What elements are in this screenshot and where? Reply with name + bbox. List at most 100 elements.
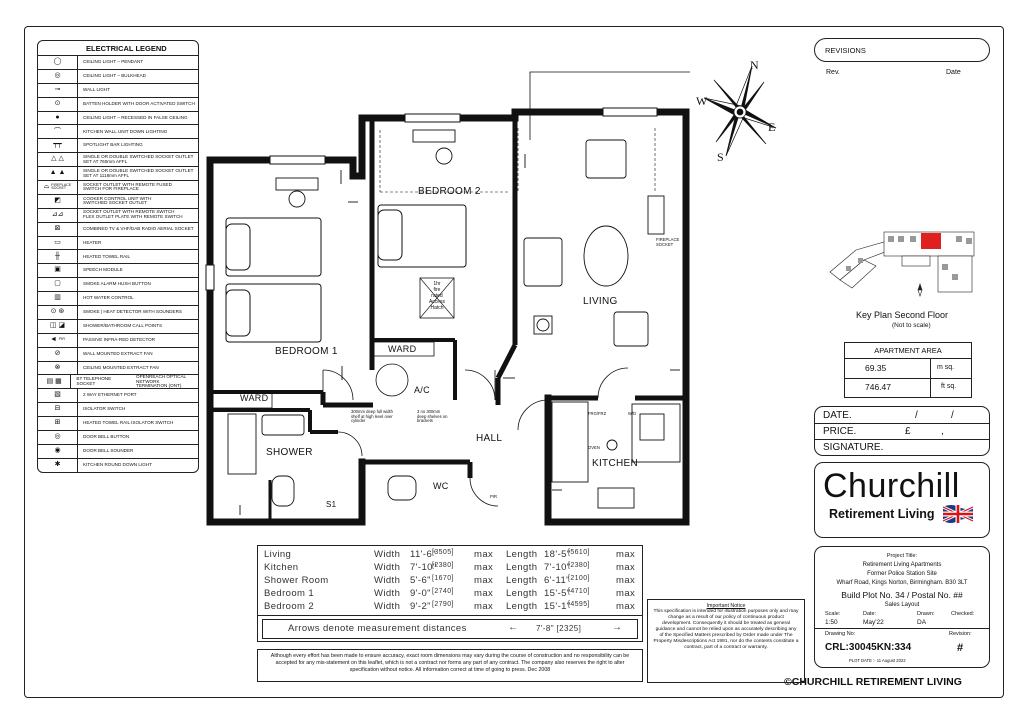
legend-label: PASSIVE INFRA-RED DETECTOR — [83, 336, 156, 342]
dimension-w-max: max — [474, 562, 494, 573]
towel-rail-isolator-icon: ⊞ — [38, 417, 78, 431]
legend-label: CEILING LIGHT – PENDANT — [83, 59, 144, 65]
legend-label: KITCHEN ROUND DOWN LIGHT — [83, 461, 152, 467]
kitchen-round-down-light-icon: ✱ — [38, 458, 78, 472]
dimension-w-label: Width — [374, 575, 401, 586]
dimension-w-label: Width — [374, 588, 401, 599]
legend-tag: PIR — [58, 337, 65, 342]
compass-n: N — [750, 58, 759, 72]
legend-row: ⊙BATTEN HOLDER WITH DOOR ACTIVATED SWITC… — [38, 97, 198, 112]
room-label-shower: SHOWER — [266, 447, 313, 458]
legend-label: SOCKET OUTLET WITH REMOTE SWITCH FLEX OU… — [83, 209, 183, 220]
wd-note: W/D — [628, 411, 637, 416]
key-plan-title: Key Plan Second Floor — [856, 310, 949, 320]
legend-label: DOOR BELL BUTTON — [83, 434, 130, 440]
pir-icon: ◄PIR — [38, 333, 78, 347]
dimension-room: Bedroom 1 — [264, 588, 315, 599]
area-ft-unit: ft sq. — [941, 383, 957, 390]
legend-label: CEILING LIGHT – RECESSED IN FALSE CEILIN… — [83, 114, 188, 120]
dimension-l-max: max — [616, 601, 636, 612]
dimension-l-label: Length — [506, 562, 538, 573]
speech-module-icon: ▣ — [38, 264, 78, 278]
dimension-l: 7'-10" — [544, 562, 571, 573]
legend-title: ELECTRICAL LEGEND — [38, 41, 198, 56]
date-value: May'22 — [863, 619, 884, 626]
legend-label: SHOWER/BATHROOM CALL POINTS — [83, 322, 163, 328]
compass-rose — [703, 65, 777, 157]
dimension-l-label: Length — [506, 575, 538, 586]
legend-row: ✱ KITCHEN ROUND DOWN LIGHT — [38, 458, 198, 472]
dimension-w: 5'-6" — [410, 575, 431, 586]
door-bell-button-icon: ◎ — [38, 431, 78, 444]
dimension-l-label: Length — [506, 601, 538, 612]
dimension-w-label: Width — [374, 562, 401, 573]
key-plan-highlight — [921, 233, 941, 249]
dimension-w-max: max — [474, 549, 494, 560]
sale-price-sep: , — [941, 426, 944, 437]
dimension-w: 9'-2" — [410, 601, 431, 612]
dimension-w-mm: [2740] — [432, 588, 454, 595]
dimension-l-mm: [5610] — [568, 549, 590, 556]
revision-value: # — [957, 642, 964, 654]
project-label: Project Title: — [886, 553, 918, 559]
important-notice-title: Important Notice — [706, 603, 746, 609]
dimension-w-label: Width — [374, 601, 401, 612]
sale-date-sep1: / — [915, 410, 918, 421]
legend-row: ●CEILING LIGHT – RECESSED IN FALSE CEILI… — [38, 111, 198, 126]
legend-row: ◉ DOOR BELL SOUNDER — [38, 444, 198, 459]
room-label-wc: WC — [433, 481, 449, 491]
room-label-kitchen: KITCHEN — [592, 458, 638, 469]
smoke-detector-icon: ⊙ ⊛ — [38, 306, 78, 319]
dimension-l: 15'-5" — [544, 588, 571, 599]
legend-row: ⊘WALL MOUNTED EXTRACT FAN — [38, 347, 198, 362]
dimension-room: Bedroom 2 — [264, 601, 315, 612]
dimension-w: 7'-10" — [410, 562, 437, 573]
legend-row: ▥HOT WATER CONTROL — [38, 292, 198, 307]
project-plot: Build Plot No. 34 / Postal No. ## — [841, 590, 963, 600]
legend-label: ISOLATOR SWITCH — [83, 406, 126, 412]
arrows-note: Arrows denote measurement distances — [288, 623, 467, 634]
union-flag-icon — [942, 505, 974, 523]
legend-label: SOCKET OUTLET WITH REMOTE FUSED SWITCH F… — [83, 181, 172, 192]
legend-row: ▢SMOKE ALARM HUSH BUTTON — [38, 278, 198, 293]
legend-label: DOOR BELL SOUNDER — [83, 447, 134, 453]
room-label-ward1: WARD — [240, 393, 269, 403]
dimension-room: Kitchen — [264, 562, 299, 573]
legend-row: ⊸WALL LIGHT — [38, 83, 198, 98]
brand-logo-name: Churchill — [823, 467, 960, 505]
scale-label: Scale: — [825, 611, 841, 617]
legend-row: △ △SINGLE OR DOUBLE SWITCHED SOCKET OUTL… — [38, 153, 198, 168]
ethernet-port-icon: ▧ — [38, 389, 78, 403]
checked-label: Checked: — [951, 611, 975, 617]
call-point-icon: ◫ ◪ — [38, 319, 78, 333]
legend-row: ▣SPEECH MODULE — [38, 264, 198, 279]
legend-label: SMOKE ALARM HUSH BUTTON — [83, 281, 151, 287]
legend-label: BT TELEPHONE SOCKET — [76, 376, 112, 386]
dimension-w-max: max — [474, 588, 494, 599]
room-label-s1: S1 — [326, 500, 337, 509]
wall-fan-icon: ⊘ — [38, 347, 78, 361]
hot-water-icon: ▥ — [38, 292, 78, 306]
dimension-w-mm: [1670] — [432, 575, 454, 582]
dimension-l-label: Length — [506, 588, 538, 599]
legend-label: SINGLE OR DOUBLE SWITCHED SOCKET OUTLET … — [83, 153, 194, 164]
door-bell-sounder-icon: ◉ — [38, 444, 78, 458]
legend-row: ⊙ ⊛SMOKE | HEAT DETECTOR WITH SOUNDERS — [38, 306, 198, 320]
key-plan-subtitle: (Not to scale) — [892, 322, 931, 329]
dimension-w-mm: [2380] — [432, 562, 454, 569]
legend-row: ▲ ▲SINGLE OR DOUBLE SWITCHED SOCKET OUTL… — [38, 167, 198, 182]
dimension-w-label: Width — [374, 549, 401, 560]
floor-plan — [205, 71, 690, 526]
bulkhead-light-icon: ◎ — [38, 69, 78, 83]
hatch-note: 1hr fire rated Access Hatch — [428, 281, 446, 311]
scale-value: 1:50 — [825, 619, 838, 626]
important-notice: Important Notice This specification is i… — [647, 599, 805, 683]
sale-date-label: DATE. — [823, 410, 852, 421]
legend-label: COOKER CONTROL UNIT WITH SWITCHED SOCKET… — [83, 195, 152, 206]
key-plan-drawing — [829, 231, 975, 297]
heater-icon: ▭ — [38, 236, 78, 250]
